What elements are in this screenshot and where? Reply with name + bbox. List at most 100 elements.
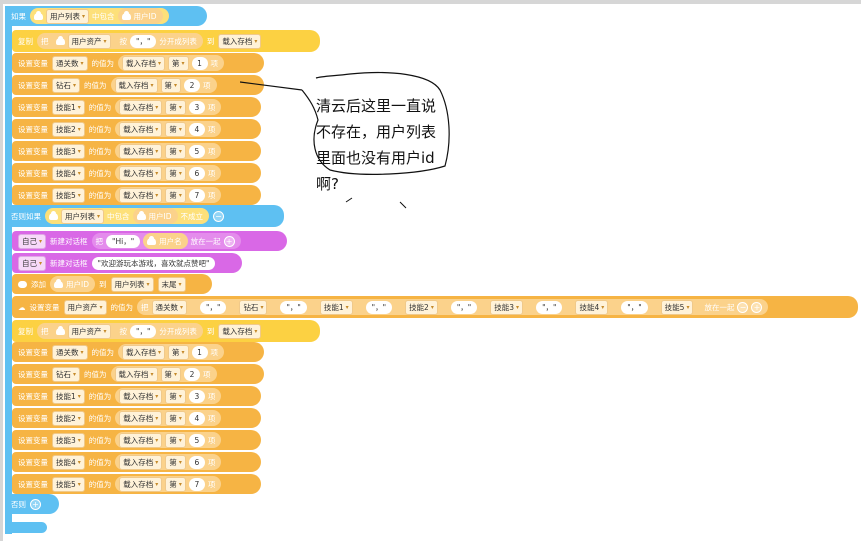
list-item-block[interactable]: 载入存档▾ 第▾ 6 项: [115, 165, 222, 181]
set-var-row[interactable]: 设置变量 技能4▾ 的值为 载入存档▾ 第▾ 6 项: [12, 163, 261, 183]
set-var-row[interactable]: 设置变量 技能3▾ 的值为 载入存档▾ 第▾ 5 项: [12, 430, 261, 450]
list-contains-2[interactable]: 用户列表▾ 中包含 用户ID 不成立: [45, 208, 210, 224]
save-dropdown[interactable]: 载入存档▾: [119, 99, 163, 115]
list-item-block[interactable]: 载入存档▾ 第▾ 4 项: [115, 121, 222, 137]
index-dropdown[interactable]: 第▾: [160, 77, 182, 93]
save-dropdown[interactable]: 载入存档▾: [114, 77, 158, 93]
new-dialog-hi[interactable]: 自己▾ 新建对话框 把 "Hi，" 用户名 放在一起 +: [12, 231, 287, 251]
var-dropdown[interactable]: 钻石▾: [52, 366, 81, 382]
var-dropdown[interactable]: 通关数▾: [151, 299, 188, 315]
copy-block[interactable]: 复制 把 用户资产▾ 按 "，" 分开成列表 到 载入存档▾: [12, 30, 320, 52]
if-block[interactable]: 如果 用户列表▾ 中包含 用户ID: [5, 6, 207, 26]
var-dropdown[interactable]: 技能5▾: [52, 187, 85, 203]
var-dropdown[interactable]: 技能4▾: [52, 165, 85, 181]
save-dropdown[interactable]: 载入存档▾: [119, 454, 163, 470]
save-dropdown[interactable]: 载入存档▾: [119, 476, 163, 492]
plus-icon[interactable]: +: [30, 498, 41, 510]
save-dropdown[interactable]: 载入存档▾: [218, 33, 262, 49]
var-dropdown[interactable]: 技能1▾: [52, 99, 85, 115]
index-dropdown[interactable]: 第▾: [165, 143, 186, 159]
var-dropdown[interactable]: 技能5▾: [52, 476, 85, 492]
else-block[interactable]: 否则 +: [5, 494, 59, 514]
list-dropdown[interactable]: 用户列表▾: [46, 8, 90, 24]
set-var-row[interactable]: 设置变量 技能1▾ 的值为 载入存档▾ 第▾ 3 项: [12, 386, 261, 406]
list-dropdown[interactable]: 用户列表▾: [110, 276, 154, 292]
save-dropdown[interactable]: 载入存档▾: [114, 366, 158, 382]
list-item-block[interactable]: 载入存档▾ 第▾ 3 项: [115, 388, 222, 404]
list-dropdown[interactable]: 用户列表▾: [61, 208, 105, 224]
index-dropdown[interactable]: 第▾: [165, 165, 186, 181]
index-dropdown[interactable]: 第▾: [165, 388, 186, 404]
if-block-end[interactable]: [5, 522, 47, 533]
var-dropdown[interactable]: 技能5▾: [660, 299, 694, 315]
set-var-row[interactable]: 设置变量 技能2▾ 的值为 载入存档▾ 第▾ 4 项: [12, 408, 261, 428]
var-dropdown[interactable]: 用户资产▾: [67, 323, 111, 339]
save-dropdown[interactable]: 载入存档▾: [122, 344, 166, 360]
set-var-row[interactable]: 设置变量 技能2▾ 的值为 载入存档▾ 第▾ 4 项: [12, 119, 261, 139]
minus-icon[interactable]: −: [737, 301, 749, 313]
var-dropdown[interactable]: 技能2▾: [52, 410, 85, 426]
list-item-block[interactable]: 载入存档▾ 第▾ 2 项: [110, 77, 217, 93]
save-dropdown[interactable]: 载入存档▾: [119, 165, 163, 181]
set-var-row[interactable]: 设置变量 技能1▾ 的值为 载入存档▾ 第▾ 3 项: [12, 97, 261, 117]
list-item-block[interactable]: 载入存档▾ 第▾ 1 项: [118, 344, 225, 360]
set-var-row[interactable]: 设置变量 钻石▾ 的值为 载入存档▾ 第▾ 2 项: [12, 364, 264, 384]
index-dropdown[interactable]: 第▾: [165, 454, 186, 470]
add-to-list[interactable]: 添加 用户ID 到 用户列表▾ 末尾▾: [12, 274, 212, 294]
save-dropdown[interactable]: 载入存档▾: [119, 121, 163, 137]
set-var-row[interactable]: 设置变量 通关数▾ 的值为 载入存档▾ 第▾ 1 项: [12, 53, 264, 73]
new-dialog-welcome[interactable]: 自己▾ 新建对话框 "欢迎游玩本游戏，喜欢就点赞吧": [12, 253, 242, 273]
save-dropdown[interactable]: 载入存档▾: [119, 410, 163, 426]
index-dropdown[interactable]: 第▾: [168, 344, 189, 360]
var-dropdown[interactable]: 技能3▾: [52, 432, 85, 448]
set-var-row[interactable]: 设置变量 技能5▾ 的值为 载入存档▾ 第▾ 7 项: [12, 474, 261, 494]
var-dropdown[interactable]: 钻石▾: [239, 299, 268, 315]
list-item-block[interactable]: 载入存档▾ 第▾ 3 项: [115, 99, 222, 115]
save-dropdown[interactable]: 载入存档▾: [122, 55, 166, 71]
set-var-row[interactable]: 设置变量 技能5▾ 的值为 载入存档▾ 第▾ 7 项: [12, 185, 261, 205]
set-var-row[interactable]: 设置变量 钻石▾ 的值为 载入存档▾ 第▾ 2 项: [12, 75, 264, 95]
self-dropdown[interactable]: 自己▾: [18, 233, 47, 249]
var-dropdown[interactable]: 技能4▾: [575, 299, 609, 315]
index-dropdown[interactable]: 第▾: [165, 410, 186, 426]
set-var-row[interactable]: 设置变量 技能4▾ 的值为 载入存档▾ 第▾ 6 项: [12, 452, 261, 472]
list-item-block[interactable]: 载入存档▾ 第▾ 5 项: [115, 432, 222, 448]
var-dropdown[interactable]: 技能3▾: [52, 143, 85, 159]
index-dropdown[interactable]: 第▾: [165, 99, 186, 115]
set-user-asset[interactable]: ☁ 设置变量 用户资产▾ 的值为 把通关数▾"，"钻石▾"，"技能1▾"，"技能…: [12, 296, 858, 318]
save-dropdown[interactable]: 载入存档▾: [119, 432, 163, 448]
set-var-row[interactable]: 设置变量 通关数▾ 的值为 载入存档▾ 第▾ 1 项: [12, 342, 264, 362]
else-if-block[interactable]: 否则如果 用户列表▾ 中包含 用户ID 不成立 −: [5, 205, 284, 227]
list-item-block[interactable]: 载入存档▾ 第▾ 6 项: [115, 454, 222, 470]
save-dropdown[interactable]: 载入存档▾: [119, 388, 163, 404]
save-dropdown[interactable]: 载入存档▾: [218, 323, 262, 339]
index-dropdown[interactable]: 第▾: [165, 121, 186, 137]
list-item-block[interactable]: 载入存档▾ 第▾ 2 项: [110, 366, 217, 382]
var-dropdown[interactable]: 技能2▾: [405, 299, 438, 315]
list-item-block[interactable]: 载入存档▾ 第▾ 7 项: [115, 187, 222, 203]
var-dropdown[interactable]: 通关数▾: [52, 344, 88, 360]
minus-icon[interactable]: −: [213, 210, 225, 222]
var-dropdown[interactable]: 通关数▾: [52, 55, 88, 71]
save-dropdown[interactable]: 载入存档▾: [119, 187, 163, 203]
list-item-block[interactable]: 载入存档▾ 第▾ 4 项: [115, 410, 222, 426]
var-dropdown[interactable]: 技能3▾: [490, 299, 524, 315]
username-block[interactable]: 用户名: [143, 233, 188, 249]
plus-icon[interactable]: +: [751, 301, 763, 313]
user-id-block[interactable]: 用户ID: [117, 8, 163, 24]
self-dropdown[interactable]: 自己▾: [18, 255, 47, 271]
index-dropdown[interactable]: 第▾: [165, 476, 186, 492]
index-dropdown[interactable]: 第▾: [160, 366, 182, 382]
user-asset-block[interactable]: 用户资产▾: [51, 33, 117, 49]
user-asset-block[interactable]: 用户资产▾: [51, 323, 117, 339]
var-dropdown[interactable]: 用户资产▾: [63, 299, 107, 315]
set-var-row[interactable]: 设置变量 技能3▾ 的值为 载入存档▾ 第▾ 5 项: [12, 141, 261, 161]
list-item-block[interactable]: 载入存档▾ 第▾ 7 项: [115, 476, 222, 492]
copy-block[interactable]: 复制 把 用户资产▾ 按 "，" 分开成列表 到 载入存档▾: [12, 320, 320, 342]
index-dropdown[interactable]: 第▾: [168, 55, 189, 71]
list-contains[interactable]: 用户列表▾ 中包含 用户ID: [30, 8, 169, 24]
user-id-block[interactable]: 用户ID: [132, 208, 178, 224]
save-dropdown[interactable]: 载入存档▾: [119, 143, 163, 159]
list-item-block[interactable]: 载入存档▾ 第▾ 1 项: [118, 55, 225, 71]
position-dropdown[interactable]: 末尾▾: [157, 276, 186, 292]
